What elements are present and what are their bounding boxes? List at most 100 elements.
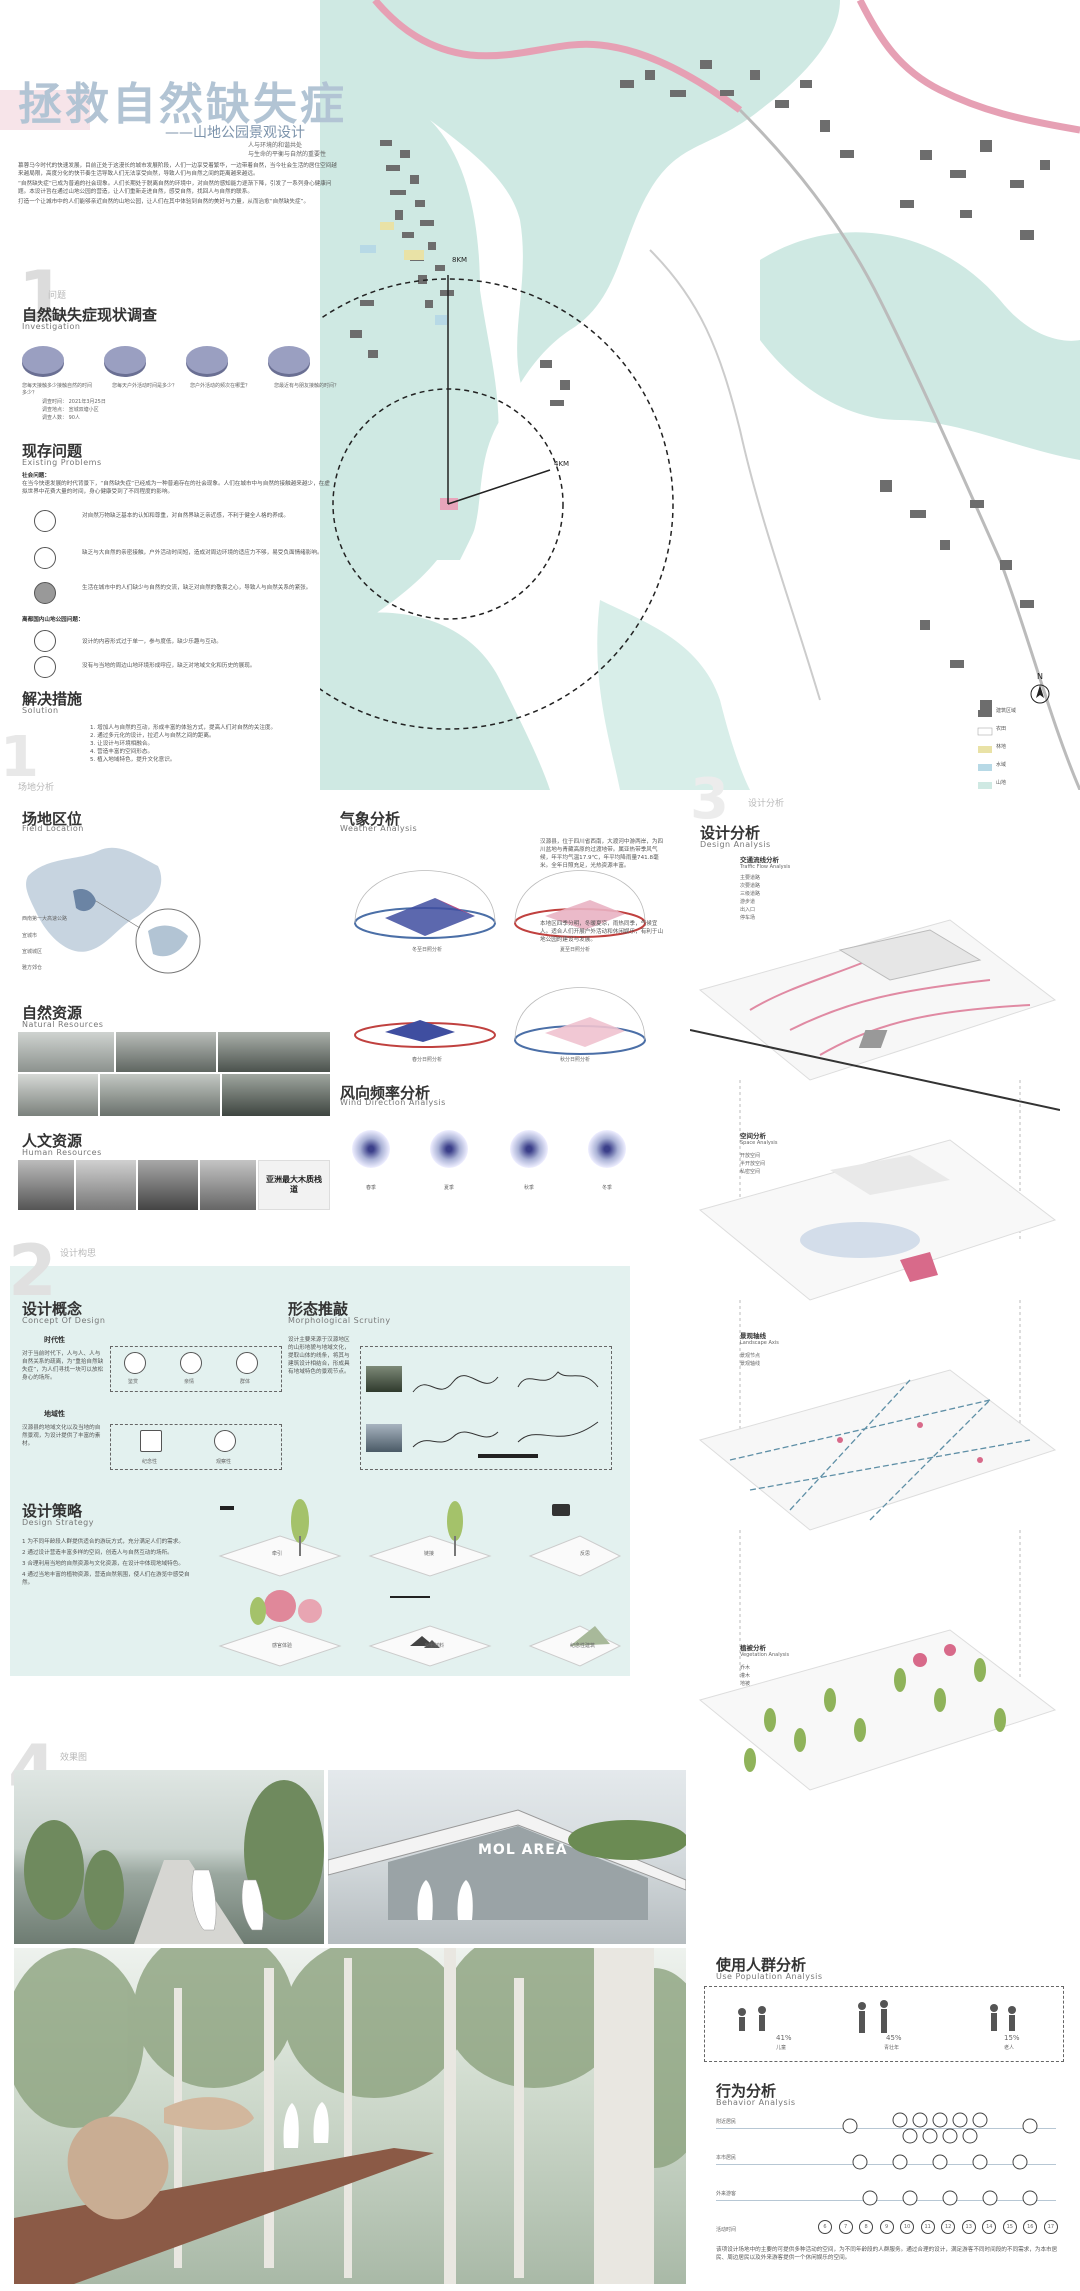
form-en: Morphological Scrutiny [288, 1316, 391, 1325]
legend-item: 山地 [996, 780, 1007, 786]
section-2-label: 设计构思 [60, 1249, 97, 1259]
design-en: Design Analysis [700, 840, 771, 849]
page-title: 拯救自然缺失症 [18, 79, 347, 130]
problem-region-item-1: 设计的内容形式过于单一，参与度低，缺少乐趣与互动。 [82, 639, 222, 645]
render-path-svg [24, 1780, 324, 1944]
population-title: 使用人群分析 [716, 1956, 807, 1974]
survey-pie-3 [186, 346, 228, 374]
site-map: 8KM 4KM N 建筑区域 农田 林地 水域 山地 [320, 0, 1080, 790]
strategy-list: 1 为不同年龄段人群提供适合的游玩方式，充分满足人们的需求。 2 通过设计营造丰… [22, 1538, 197, 1587]
weather-text-1: 汉源县，位于四川省西南，大渡河中游两岸，为四川盆地与青藏高原的过渡地带。属亚热带… [540, 839, 664, 869]
survey-info-1: 调查时间： 2021年3月25日 [42, 399, 106, 405]
wind-label-4: 冬季 [602, 1185, 613, 1191]
map-label-8km: 8KM [452, 256, 468, 264]
time-chip: 12 [941, 2220, 956, 2234]
behavior-row-line-2 [716, 2164, 1056, 2165]
strategy-tag-1: 牵引 [272, 1551, 283, 1557]
concept-en: Concept Of Design [22, 1316, 106, 1325]
header-sub1: 人与环境的和谐共处 [248, 142, 303, 149]
axis-legend-item: 景观轴线 [740, 1361, 761, 1367]
family-icon [180, 1352, 202, 1374]
wind-rose-3 [510, 1130, 548, 1168]
human-poster: 亚洲最大木质栈道 [258, 1160, 330, 1210]
section-3-number: 3 [690, 767, 729, 832]
time-chip: 7 [838, 2220, 853, 2234]
nature-photo-5 [100, 1074, 220, 1116]
person-icon [34, 547, 56, 569]
wind-en: Wind Direction Analysis [340, 1098, 446, 1107]
render-path [14, 1770, 324, 1944]
space-legend-item: 开放空间 [740, 1153, 761, 1159]
sun-caption-2: 夏至日照分析 [560, 947, 591, 953]
problems-en: Existing Problems [22, 458, 102, 467]
header-pink-ribbon [0, 90, 90, 130]
legend-item: 农田 [996, 726, 1007, 732]
human-title: 人文资源 [22, 1132, 83, 1150]
space-legend: 开放空间 半开放空间 私密空间 [740, 1152, 765, 1176]
legend-item: 水域 [996, 762, 1007, 768]
strategy-item: 1 为不同年龄段人群提供适合的游玩方式，充分满足人们的需求。 [22, 1539, 184, 1545]
behavior-row-line-1 [716, 2128, 1056, 2129]
time-chip: 14 [982, 2220, 997, 2234]
time-chip: 13 [961, 2220, 976, 2234]
time-chip: 17 [1043, 2220, 1058, 2234]
concept-t1: 时代性 [44, 1336, 65, 1344]
survey-en: Investigation [22, 322, 81, 331]
intro-p2: “自然缺失症”已成为普遍的社会现象。人们长期处于脱离自然的环境中，对自然的感知能… [18, 181, 332, 195]
weather-text-2: 本地区四季分明，冬暖夏凉，雨热同季，气候宜人。适合人们开展户外活动和休闲娱乐，有… [540, 921, 664, 943]
nature-photo-6 [222, 1074, 330, 1116]
concept-icon-label-2: 亲情 [184, 1379, 195, 1385]
survey-title: 自然缺失症现状调查 [22, 306, 158, 324]
solution-list: 1. 增加人与自然的互动，形成丰富的体验方式，提高人们对自然的关注度。 2. 通… [90, 724, 330, 764]
wind-rose-4 [588, 1130, 626, 1168]
survey-pie-4 [268, 346, 310, 374]
traffic-legend-item: 三级道路 [740, 891, 761, 897]
traffic-legend-item: 次要道路 [740, 883, 761, 889]
veg-legend-item: 地被 [740, 1681, 751, 1687]
problems-region-label: 离都国内山地公园问题： [22, 617, 84, 623]
nature-photo-4 [18, 1074, 98, 1116]
behavior-icons [842, 2112, 1038, 2206]
solution-item: 2. 通过多元化的设计，拉近人与自然之间的距离。 [90, 733, 215, 739]
sun-caption-1: 冬至日照分析 [412, 947, 443, 953]
map-label-4km: 4KM [554, 460, 570, 468]
render-forest [14, 1948, 686, 2284]
sun-diagram-3 [354, 1020, 496, 1048]
render-building-svg [328, 1809, 686, 1920]
population-pct-3: 15% [1004, 2034, 1020, 2042]
sun-diagram-2 [514, 870, 646, 938]
population-figures [738, 2000, 1016, 2033]
veg-legend-item: 乔木 [740, 1665, 751, 1671]
behavior-en: Behavior Analysis [716, 2098, 796, 2107]
concept-text-2: 汉源县的地域文化以及当地的自然景观，为设计提供了丰富的素材。 [22, 1425, 101, 1447]
concept-text-1: 对于当前时代下，人与人、人与自然关系的疏离，为“重拾自然缺失症”，为人们寻找一块… [22, 1351, 104, 1381]
survey-q2: 您每天户外活动时间是多少？ [112, 383, 178, 389]
behavior-title: 行为分析 [716, 2082, 777, 2100]
concept-icon2-label-2: 观察性 [216, 1459, 232, 1465]
strategy-tag-5: 乡土材料 [424, 1643, 445, 1649]
form-photo-2 [366, 1424, 402, 1452]
wind-rose-2 [430, 1130, 468, 1168]
traffic-en: Traffic Flow Analysis [740, 864, 791, 870]
strategy-tag-3: 反思 [580, 1551, 591, 1557]
population-pct-2: 45% [886, 2034, 902, 2042]
behavior-row-label-3: 外来游客 [716, 2191, 737, 2197]
human-photo-1 [18, 1160, 74, 1210]
concept-t2: 地域性 [44, 1410, 65, 1418]
behavior-row-label-2: 本市居民 [716, 2155, 737, 2161]
veg-legend: 乔木 灌木 地被 [740, 1664, 750, 1688]
population-label-3: 老人 [1004, 2045, 1015, 2051]
traffic-legend-item: 停车场 [740, 915, 756, 921]
problems-social-label: 社会问题： [22, 473, 50, 479]
strategy-tag-4: 感官体验 [272, 1643, 293, 1649]
problems-title: 现存问题 [22, 442, 83, 460]
time-chip: 15 [1002, 2220, 1017, 2234]
intro-p3: 打造一个让城市中的人们能够亲近自然的山地公园，让人们在其中体验到自然的美好与力量… [18, 199, 310, 205]
human-photo-2 [76, 1160, 136, 1210]
sun-caption-3: 春分日照分析 [412, 1057, 443, 1063]
legend-item: 建筑区域 [996, 708, 1017, 714]
space-title: 空间分析 [740, 1132, 766, 1140]
section-1-label: 问题 [48, 291, 67, 301]
exploded-axonometric [690, 919, 1060, 1791]
